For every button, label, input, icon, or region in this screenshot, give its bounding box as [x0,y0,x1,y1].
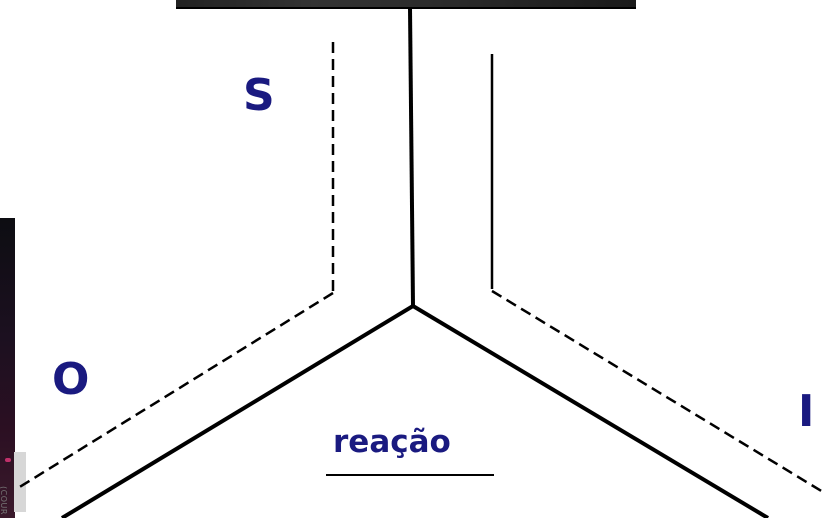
photo-caption-background [14,452,26,512]
top-image-fragment [176,0,636,9]
solid-line-right [411,304,770,518]
left-photo-fragment [0,218,15,518]
label-s: S [243,70,275,121]
dashed-line-i-diagonal [491,289,823,494]
dashed-line-o-diagonal [17,291,334,490]
label-o: O [52,354,90,405]
solid-line-left [60,304,415,518]
label-i: I [798,386,815,437]
solid-line-top [408,7,415,307]
label-reaction: reação [333,424,451,460]
